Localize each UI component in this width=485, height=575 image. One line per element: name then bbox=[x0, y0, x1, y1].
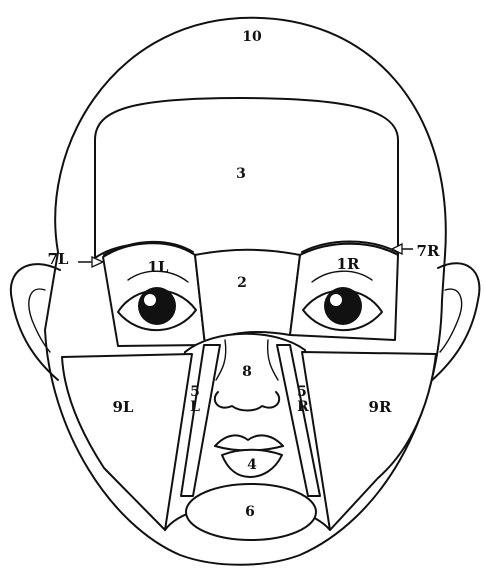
label-zone-7r: 7R bbox=[417, 242, 440, 260]
right-iris bbox=[324, 287, 362, 325]
zone-3-forehead bbox=[95, 98, 398, 258]
left-iris bbox=[138, 287, 176, 325]
label-zone-9r: 9R bbox=[369, 398, 392, 416]
label-zone-2: 2 bbox=[237, 275, 247, 291]
right-eye-highlight bbox=[330, 294, 342, 306]
label-zone-8: 8 bbox=[242, 364, 252, 380]
label-zone-3: 3 bbox=[236, 166, 246, 182]
zone-2-glabella bbox=[195, 250, 300, 345]
label-zone-1r: 1R bbox=[337, 255, 360, 273]
label-zone-1l: 1L bbox=[148, 258, 169, 276]
right-ear-inner bbox=[440, 289, 462, 352]
label-zone-5l-side: L bbox=[190, 399, 200, 415]
label-zone-7l: 7L bbox=[48, 250, 69, 268]
label-zone-6: 6 bbox=[245, 504, 255, 520]
label-zone-5r-side: R bbox=[297, 399, 309, 415]
right-ear bbox=[430, 263, 479, 382]
label-zone-5l-number: 5 bbox=[190, 384, 200, 400]
left-eye-highlight bbox=[144, 294, 156, 306]
label-zone-9l: 9L bbox=[113, 398, 134, 416]
label-zone-10: 10 bbox=[242, 29, 262, 45]
label-zone-5r-number: 5 bbox=[297, 384, 307, 400]
label-zone-4: 4 bbox=[247, 457, 257, 473]
arrow-7l-head bbox=[92, 257, 103, 267]
